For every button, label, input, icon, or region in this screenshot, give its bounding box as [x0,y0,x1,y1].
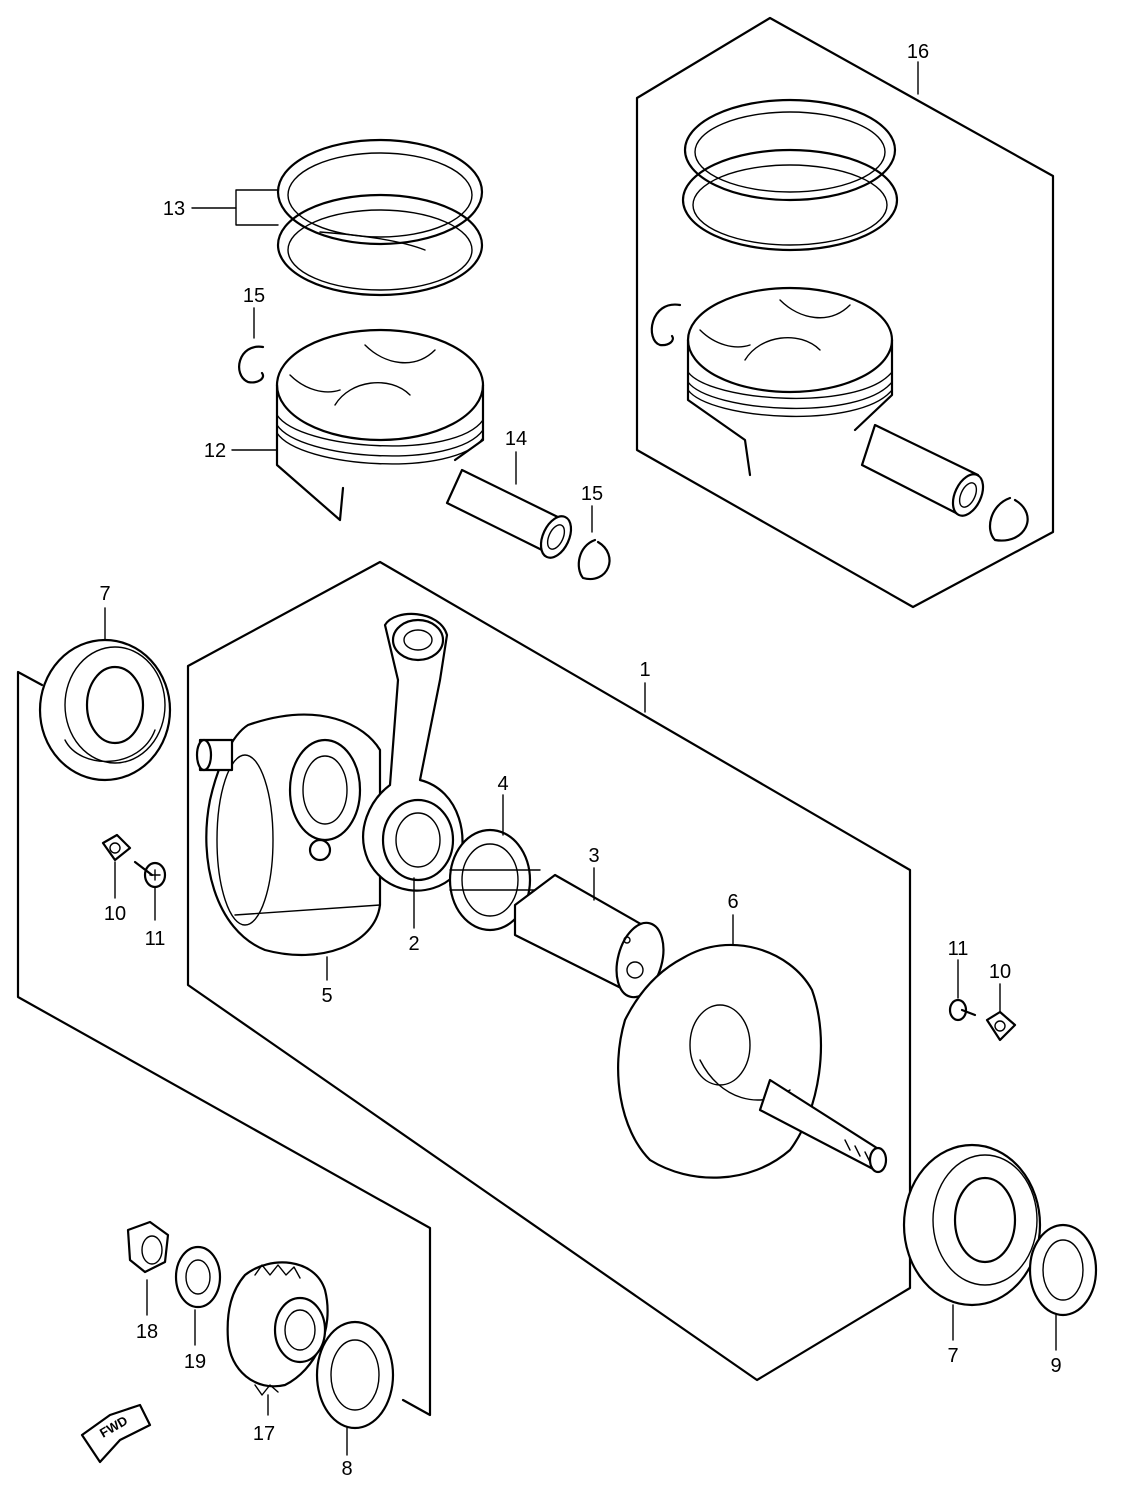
callout-3: 3 [588,845,599,867]
callout-15-lower: 15 [581,483,603,505]
piston-rings-13 [191,138,484,297]
callout-2: 2 [408,933,419,955]
callout-11-left: 11 [145,928,166,950]
callout-6: 6 [727,891,738,913]
washer-10-left [101,833,132,899]
screw-11-right [948,959,977,1022]
bracket-line-left [16,670,432,1417]
crank-pin-3 [513,867,665,999]
screw-11-left [133,860,167,921]
nut-18 [126,1220,170,1316]
callout-8: 8 [341,1458,352,1480]
circlip-15-upper [238,345,265,384]
crank-web-right-6 [617,914,888,1179]
circlip-right [988,496,1029,542]
bearing-7-right [902,1143,1042,1341]
piston-pin-14 [445,451,573,559]
callout-19: 19 [184,1351,206,1373]
circlip-left [650,303,682,347]
callout-9: 9 [1050,1355,1061,1377]
callout-10-right: 10 [989,961,1011,983]
crankshaft-assembly-group-1 [186,560,912,1382]
callout-17: 17 [253,1423,275,1445]
piston-12 [231,328,485,522]
callout-1: 1 [639,659,650,681]
callout-5: 5 [321,985,332,1007]
callout-7-left: 7 [99,583,110,605]
crank-web-left-5 [195,713,382,981]
bearing-7-left [38,607,172,782]
callout-10-left: 10 [104,903,126,925]
piston-in-set [686,286,894,477]
callout-7-right: 7 [947,1345,958,1367]
piston-rings-set [681,98,899,252]
connecting-rod-2 [362,612,464,929]
piston-set-group-16 [635,16,1055,609]
circlip-15-lower [577,538,611,581]
callout-14: 14 [505,428,527,450]
callout-15-upper: 15 [243,285,265,307]
fwd-direction-arrow: FWD [80,1403,152,1464]
piston-pin-in-set [860,423,985,517]
callout-11-right: 11 [948,938,969,960]
needle-bearing-4 [448,794,541,932]
washer-10-right [985,983,1017,1042]
callout-12: 12 [204,440,226,462]
primary-gear-17 [226,1261,329,1416]
oil-seal-8 [315,1320,395,1456]
callout-4: 4 [497,773,508,795]
callout-13: 13 [163,198,185,220]
oil-seal-9 [1028,1223,1098,1351]
callout-18: 18 [136,1321,158,1343]
washer-19 [174,1245,222,1346]
callout-16: 16 [907,41,929,63]
